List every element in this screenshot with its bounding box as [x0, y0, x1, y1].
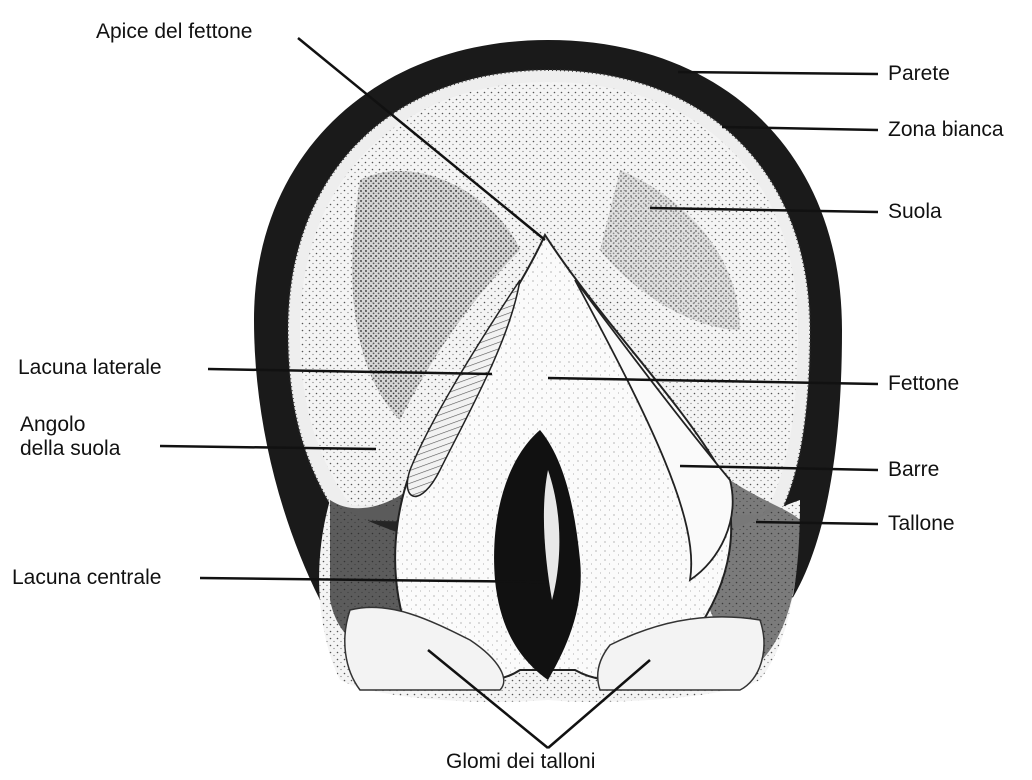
- label-apice-fettone: Apice del fettone: [96, 20, 252, 44]
- label-angolo-suola: Angolo della suola: [20, 413, 120, 461]
- label-zona-bianca: Zona bianca: [888, 118, 1004, 142]
- label-angolo-line1: Angolo: [20, 413, 120, 437]
- label-parete: Parete: [888, 62, 950, 86]
- label-fettone: Fettone: [888, 372, 959, 396]
- label-glomi-talloni: Glomi dei talloni: [446, 750, 595, 774]
- label-tallone: Tallone: [888, 512, 955, 536]
- label-suola: Suola: [888, 200, 942, 224]
- label-lacuna-centrale: Lacuna centrale: [12, 566, 161, 590]
- label-angolo-line2: della suola: [20, 437, 120, 461]
- leader-parete: [678, 72, 878, 74]
- label-lacuna-laterale: Lacuna laterale: [18, 356, 162, 380]
- label-barre: Barre: [888, 458, 939, 482]
